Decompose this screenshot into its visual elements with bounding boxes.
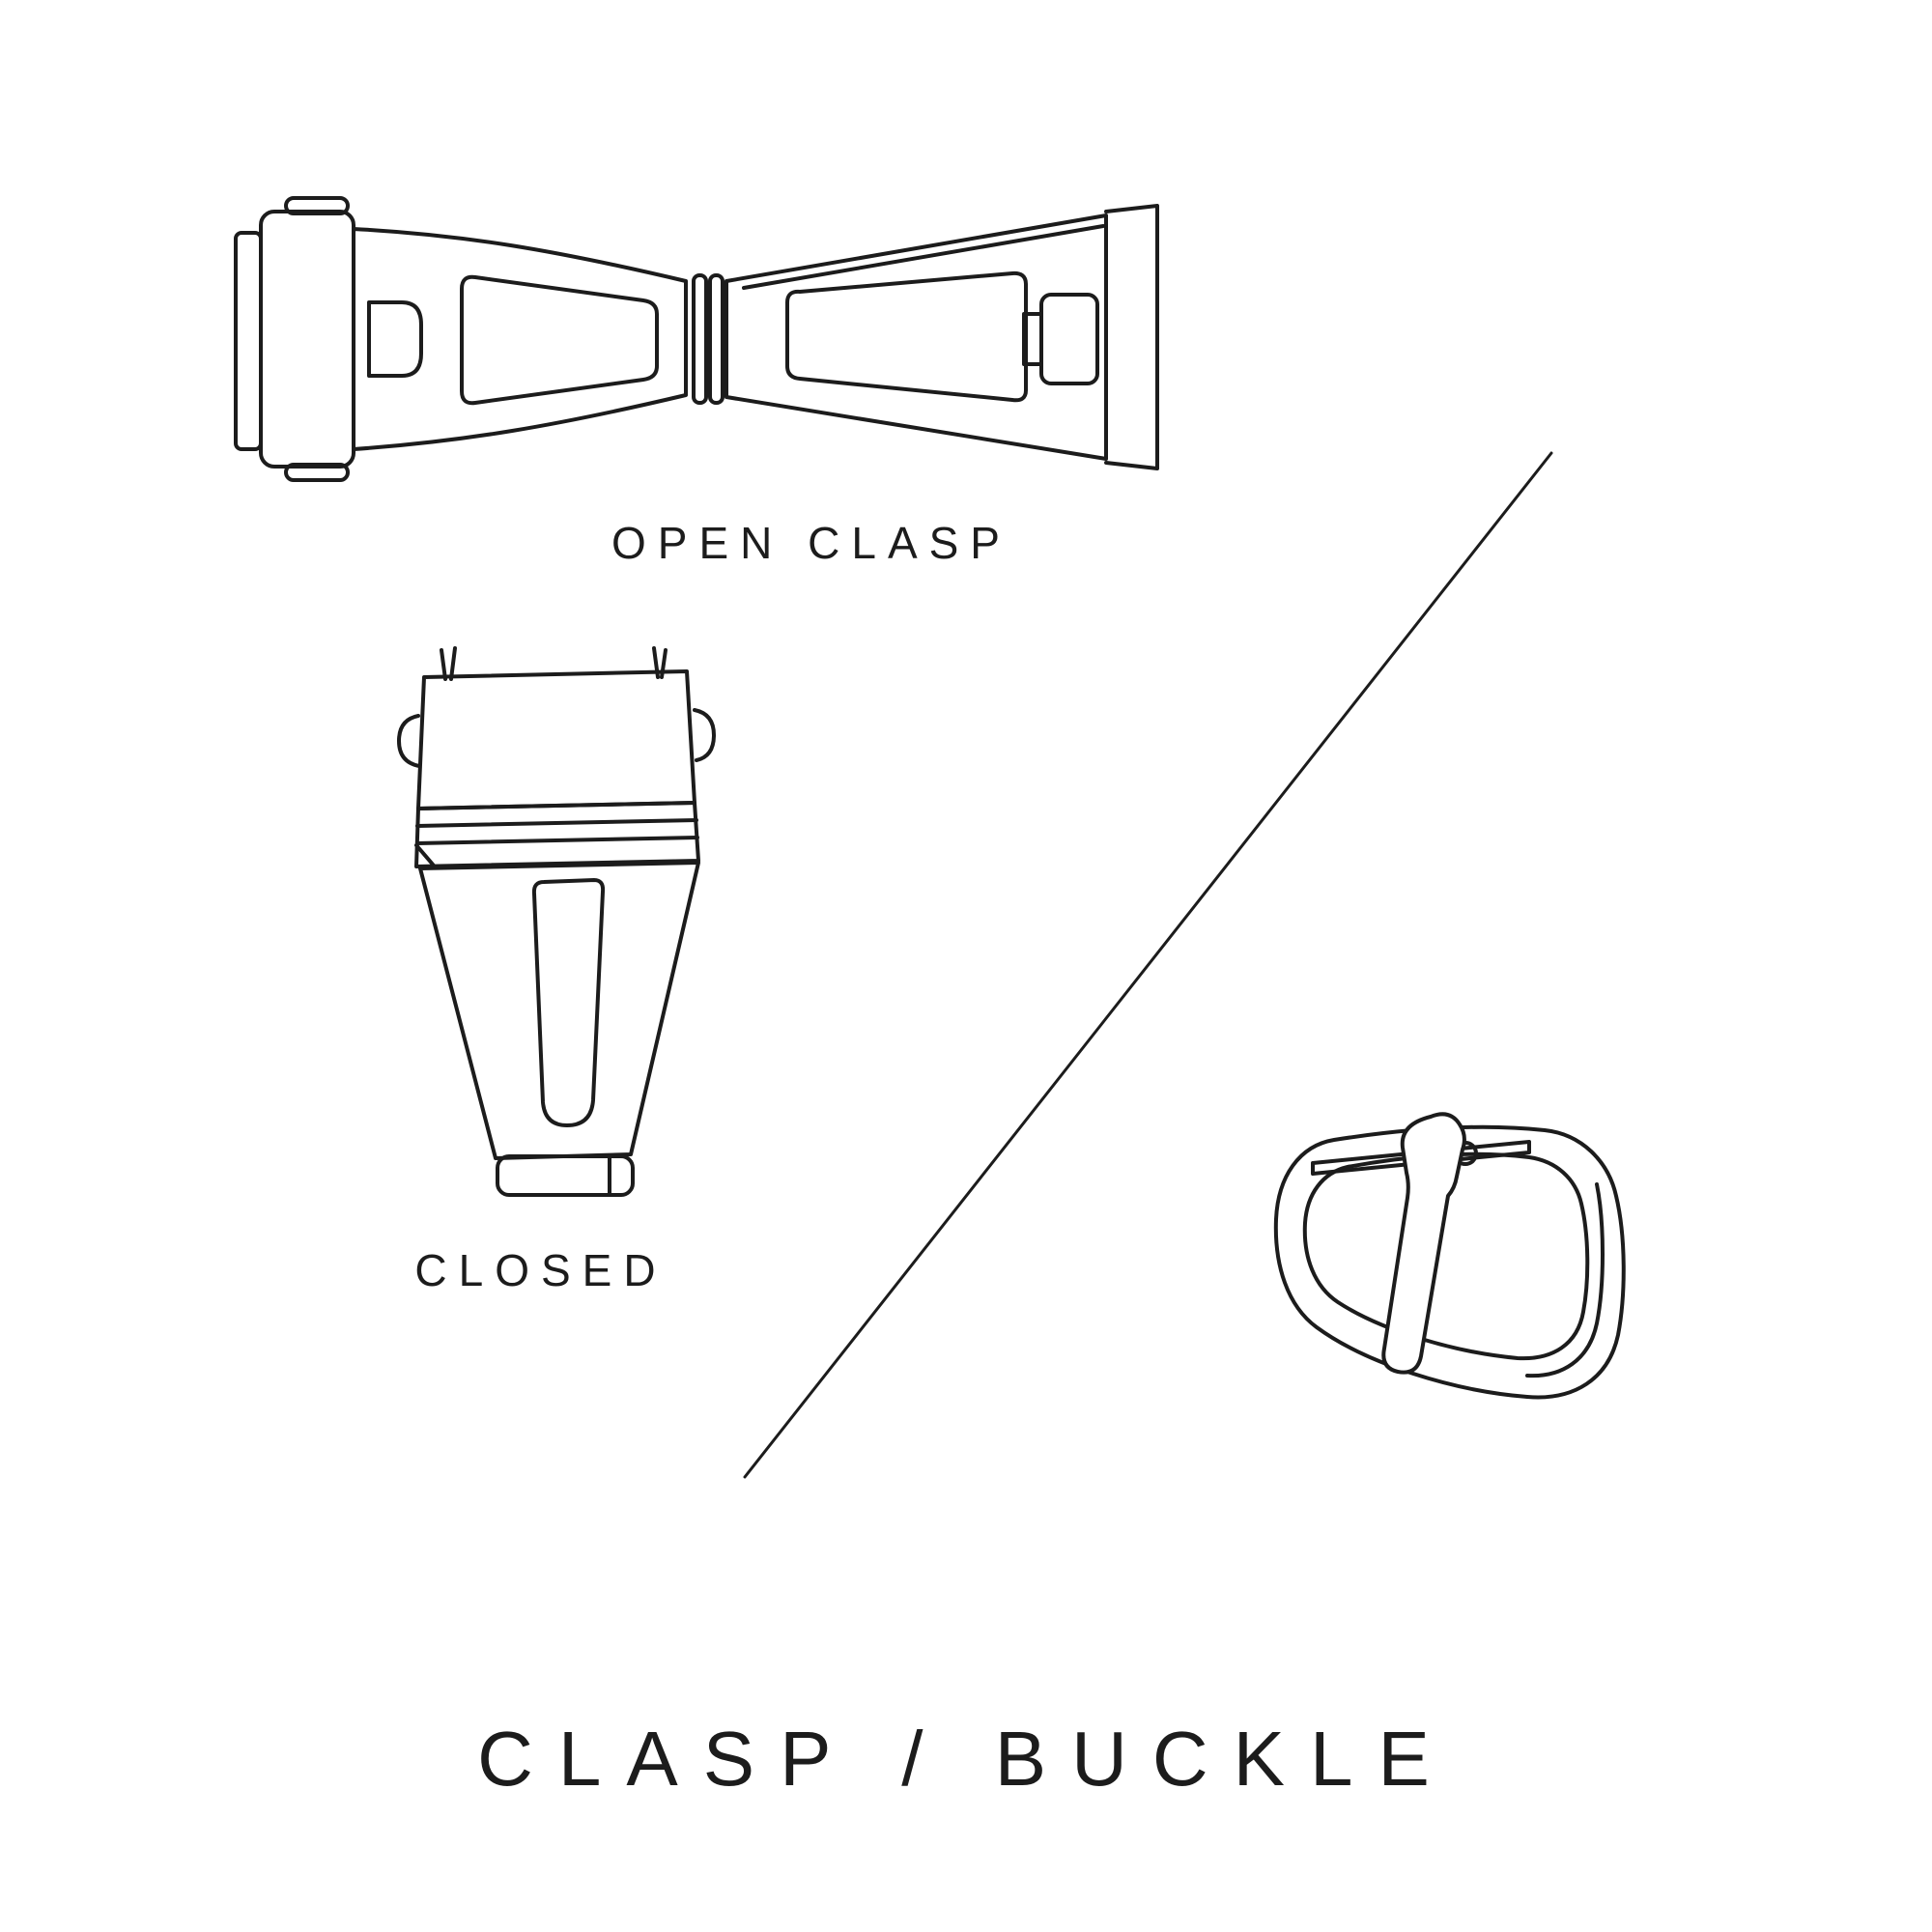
open-clasp-end-slab [234,231,263,451]
open-clasp-hinge-bar-2 [708,273,724,405]
closed-clasp-band-corner [414,843,436,867]
open-clasp-illustration [234,196,1159,482]
buckle-frame-outer [1273,1124,1626,1400]
open-clasp-hinge-bar-1 [692,273,708,405]
open-clasp-left-arm [352,227,688,451]
open-clasp-right-hook-notch [1022,312,1043,366]
open-clasp-right-arm-edge [742,224,1105,290]
closed-clasp-foot [496,1154,635,1197]
closed-clasp-side-tab-right [693,708,716,762]
closed-clasp-band [414,801,700,868]
closed-clasp-prong-left [440,646,457,681]
closed-clasp-cover [416,669,696,810]
open-clasp-end-tab-bottom [284,463,350,482]
closed-clasp-illustration [397,646,716,1197]
page-title: CLASP / BUCKLE [477,1716,1455,1802]
open-clasp-end-link [259,210,355,469]
closed-clasp-band-line-1 [415,818,698,828]
closed-clasp-body-window [531,878,606,1127]
closed-label: CLOSED [414,1245,668,1295]
open-clasp-label: OPEN CLASP [611,518,1011,568]
closed-clasp-band-line-2 [415,836,699,845]
closed-clasp-body [418,861,700,1160]
buckle-tongue [1381,1112,1466,1375]
open-clasp-right-arm [724,213,1108,461]
divider-line [743,451,1553,1479]
open-clasp-right-cap [1104,204,1159,470]
closed-clasp-side-tab-left [397,714,421,768]
buckle-frame-inner [1302,1151,1590,1361]
open-clasp-end-tab-top [284,196,350,215]
open-clasp-right-hook [1039,293,1099,385]
buckle-frame-rolled-edge [1525,1182,1605,1378]
open-clasp-left-window [460,274,659,406]
open-clasp-right-window [785,270,1028,403]
buckle-illustration [1273,1112,1626,1400]
open-clasp-left-hook [367,300,423,378]
